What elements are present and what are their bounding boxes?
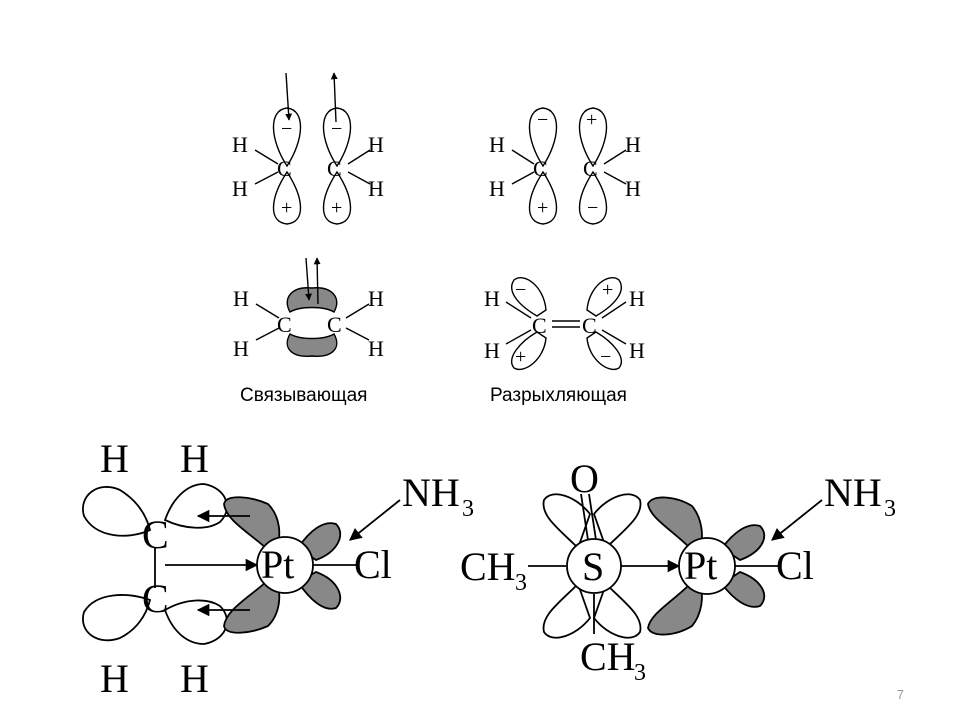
atom-c: C xyxy=(327,312,342,337)
ethylene-out-of-phase-labels: H H C C H H − + + − xyxy=(489,109,641,219)
atom-h: H xyxy=(368,176,384,201)
atom-h: H xyxy=(233,336,249,361)
atom-h: H xyxy=(233,286,249,311)
atom-h: H xyxy=(180,436,209,481)
dmso-pt-labels: O CH 3 S Pt Cl NH 3 CH 3 xyxy=(460,456,896,686)
atom-cl: Cl xyxy=(354,542,392,587)
sign-minus: − xyxy=(515,279,526,301)
dmso-pt-complex xyxy=(528,493,823,639)
atom-h: H xyxy=(368,132,384,157)
atom-nh: NH xyxy=(824,470,882,515)
ethylene-pt-labels: H H C C H H Pt Cl NH 3 xyxy=(100,436,474,701)
atom-h: H xyxy=(625,132,641,157)
atom-h: H xyxy=(100,436,129,481)
atom-h: H xyxy=(489,132,505,157)
atom-h: H xyxy=(629,338,645,363)
atom-h: H xyxy=(484,286,500,311)
sign-minus: − xyxy=(281,118,292,140)
antibonding-pi-orbital xyxy=(505,277,627,371)
atom-c: C xyxy=(533,156,548,181)
ethylene-p-orbitals-in-phase xyxy=(254,72,371,225)
sign-plus: + xyxy=(602,279,613,301)
subscript-3: 3 xyxy=(515,570,527,596)
atom-nh: NH xyxy=(402,470,460,515)
atom-h: H xyxy=(629,286,645,311)
subscript-3: 3 xyxy=(884,496,896,522)
atom-h: H xyxy=(489,176,505,201)
atom-pt: Pt xyxy=(261,542,294,587)
atom-cl: Cl xyxy=(776,543,814,588)
atom-h: H xyxy=(484,338,500,363)
antibonding-labels: H H C C H H − + + − Разрыхляющая xyxy=(484,279,645,406)
atom-c: C xyxy=(327,156,342,181)
atom-c: C xyxy=(582,313,597,338)
sign-minus: − xyxy=(331,118,342,140)
atom-h: H xyxy=(100,656,129,701)
atom-c: C xyxy=(142,576,169,621)
atom-h: H xyxy=(180,656,209,701)
bonding-pi-orbital xyxy=(255,257,370,357)
atom-o: O xyxy=(570,456,599,501)
caption-antibonding: Разрыхляющая xyxy=(490,385,627,406)
sign-minus: − xyxy=(537,109,548,131)
atom-c: C xyxy=(277,156,292,181)
atom-h: H xyxy=(232,176,248,201)
atom-c: C xyxy=(142,512,169,557)
caption-bonding: Связывающая xyxy=(240,385,367,406)
atom-ch: CH xyxy=(460,544,516,589)
atom-s: S xyxy=(582,544,604,589)
atom-ch: CH xyxy=(580,634,636,679)
atom-c: C xyxy=(277,312,292,337)
sign-minus: − xyxy=(600,346,611,368)
atom-h: H xyxy=(625,176,641,201)
atom-h: H xyxy=(368,286,384,311)
ethylene-pt-complex xyxy=(82,483,401,645)
sign-plus: + xyxy=(537,197,548,219)
sign-plus: + xyxy=(586,109,597,131)
sign-plus: + xyxy=(331,197,342,219)
subscript-3: 3 xyxy=(634,660,646,686)
atom-h: H xyxy=(368,336,384,361)
atom-pt: Pt xyxy=(684,543,717,588)
bonding-labels: H H C C H H Связывающая xyxy=(233,286,384,406)
ethylene-p-orbitals-out-of-phase xyxy=(511,107,627,225)
atom-c: C xyxy=(532,313,547,338)
atom-h: H xyxy=(232,132,248,157)
atom-c: C xyxy=(583,156,598,181)
subscript-3: 3 xyxy=(462,496,474,522)
sign-plus: + xyxy=(281,197,292,219)
ethylene-in-phase-labels: H H C C H H − − + + xyxy=(232,118,384,219)
page-number: 7 xyxy=(896,687,904,702)
sign-minus: − xyxy=(587,197,598,219)
sign-plus: + xyxy=(515,346,526,368)
